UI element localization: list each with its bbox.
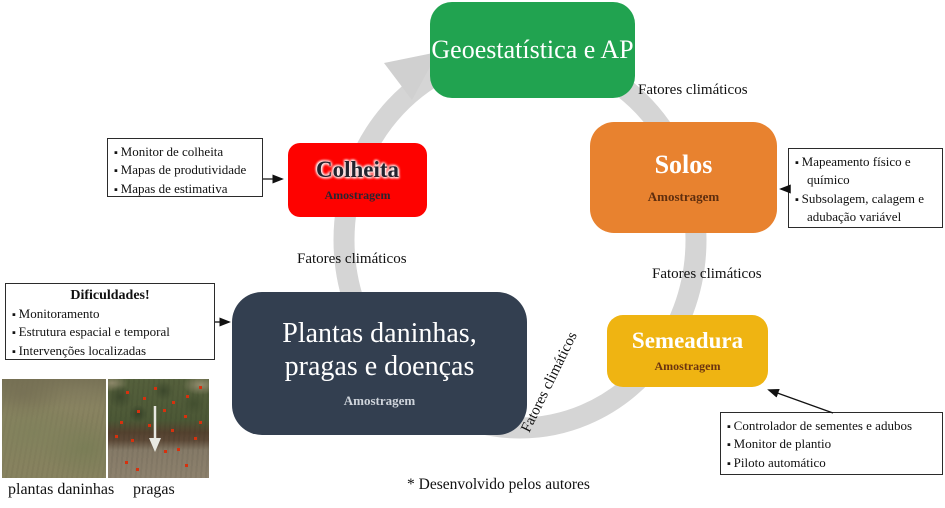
annotation-colheita: Monitor de colheitaMapas de produtividad… [107,138,263,197]
photo-caption-pragas: pragas [133,481,175,498]
node-title: Solos [654,150,713,180]
node-subtitle: Amostragem [324,187,391,202]
node-title: Geoestatística e AP [431,35,634,65]
node-plantas-daninhas: Plantas daninhas, pragas e doenças Amost… [232,292,527,435]
bullet-item: Monitor de plantio [727,435,936,453]
edge-label-top: Fatores climáticos [638,82,748,98]
bullet-item: Monitor de colheita [114,143,256,161]
bullet-item: Monitoramento [12,305,208,323]
annotation-list: Monitor de colheitaMapas de produtividad… [114,143,256,198]
footnote: * Desenvolvido pelos autores [407,476,590,493]
node-semeadura: Semeadura Amostragem [607,315,768,387]
node-title: Plantas daninhas, pragas e doenças [282,318,477,382]
node-title: Colheita [315,157,400,183]
node-title: Semeadura [631,327,744,353]
bullet-item: Estrutura espacial e temporal [12,323,208,341]
cycle-arrowhead-icon [384,52,438,100]
annotation-solos: Mapeamento físico e químicoSubsolagem, c… [788,148,943,228]
annotation-list: MonitoramentoEstrutura espacial e tempor… [12,305,208,360]
photo-caption-plantas-daninhas: plantas daninhas [8,481,115,498]
pest-dots [108,379,111,382]
field-photo-pragas [108,379,209,478]
bullet-item: Mapas de produtividade [114,161,256,179]
edge-label-left: Fatores climáticos [297,251,407,267]
node-subtitle: Amostragem [654,359,721,374]
node-subtitle: Amostragem [647,188,720,204]
bullet-item: Mapeamento físico e químico [795,153,936,190]
annotation-title: Dificuldades! [70,288,150,303]
bullet-item: Intervenções localizadas [12,342,208,360]
bullet-item: Piloto automático [727,454,936,472]
bullet-item: Mapas de estimativa [114,180,256,198]
node-geoestatistica: Geoestatística e AP [430,2,635,98]
node-subtitle: Amostragem [343,392,416,408]
annotation-list: Controlador de sementes e adubosMonitor … [727,417,936,472]
node-solos: Solos Amostragem [590,122,777,233]
down-arrow-icon [149,406,161,452]
annotation-list: Mapeamento físico e químicoSubsolagem, c… [795,153,936,226]
node-colheita: Colheita Amostragem [288,143,427,217]
annotation-semeadura: Controlador de sementes e adubosMonitor … [720,412,943,475]
annotation-dificuldades: Dificuldades! MonitoramentoEstrutura esp… [5,283,215,360]
edge-label-right: Fatores climáticos [652,266,762,282]
bullet-item: Controlador de sementes e adubos [727,417,936,435]
field-photo-plantas-daninhas [2,379,106,478]
bullet-item: Subsolagem, calagem e adubação variável [795,190,936,227]
